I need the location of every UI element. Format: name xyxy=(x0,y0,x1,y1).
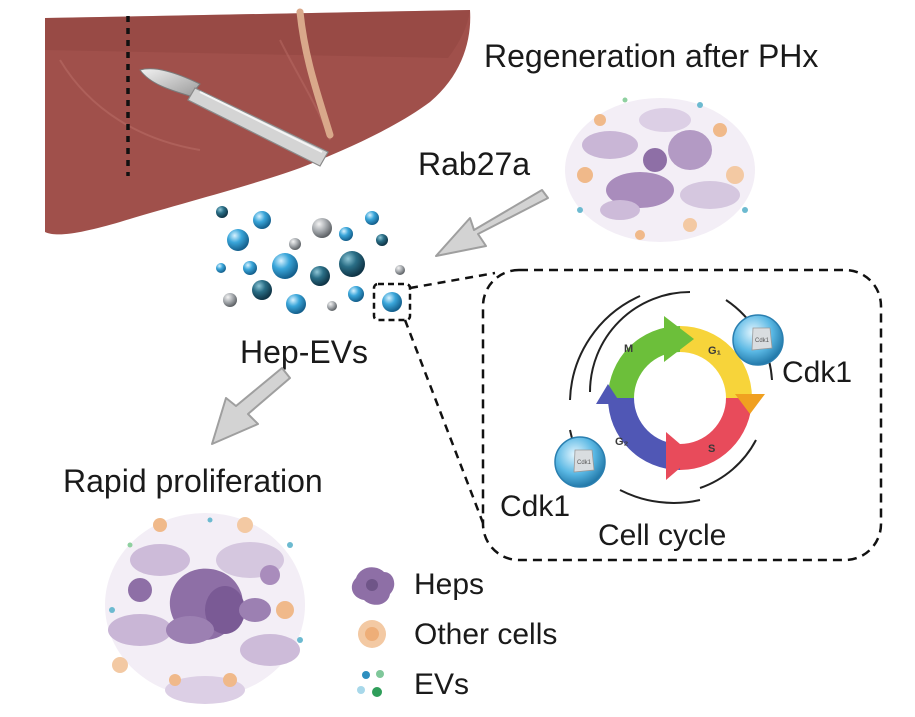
phase-m-label: M xyxy=(624,343,633,355)
legend: Heps Other cells EVs xyxy=(351,567,557,701)
cdk1-badge-top: Cdk1 xyxy=(732,314,784,366)
legend-item-heps: Heps xyxy=(351,567,484,605)
svg-text:Cdk1: Cdk1 xyxy=(577,460,592,466)
regenerating-liver-cluster xyxy=(565,97,755,242)
hep-evs-label: Hep-EVs xyxy=(240,334,368,370)
phase-g2-label: G₂ xyxy=(615,436,629,448)
legend-item-evs: EVs xyxy=(357,668,469,701)
phase-g1-label: G₁ xyxy=(708,345,722,357)
cell-cycle-box xyxy=(481,268,883,562)
legend-item-other-cells: Other cells xyxy=(358,618,557,651)
cdk1-label-top: Cdk1 xyxy=(782,356,852,389)
scalpel-icon xyxy=(139,68,329,167)
zoom-connector-bottom xyxy=(403,319,485,524)
rab27a-label: Rab27a xyxy=(418,146,530,182)
cell-cycle-label: Cell cycle xyxy=(598,519,726,552)
ev-zoom-box xyxy=(372,282,412,322)
phase-s-label: S xyxy=(708,443,715,455)
svg-text:Cdk1: Cdk1 xyxy=(755,338,770,344)
regeneration-label: Regeneration after PHx xyxy=(484,38,818,74)
cell-cycle-ring: M G₁ S G₂ xyxy=(569,291,773,504)
legend-label-evs: EVs xyxy=(414,668,469,701)
phase-g1-segment xyxy=(680,326,752,398)
legend-label-heps: Heps xyxy=(414,568,484,601)
arrow-rab27a xyxy=(435,189,549,257)
legend-label-other-cells: Other cells xyxy=(414,618,557,651)
cdk1-badge-bottom: Cdk1 xyxy=(554,436,606,488)
rapid-proliferation-label: Rapid proliferation xyxy=(63,463,323,499)
proliferating-liver-cluster xyxy=(105,513,305,704)
cdk1-label-bottom: Cdk1 xyxy=(500,490,570,523)
phase-g2-segment xyxy=(608,398,680,470)
phase-s-segment xyxy=(680,398,752,470)
ev-cluster xyxy=(216,206,405,314)
arrow-proliferation xyxy=(211,367,291,445)
ev-icon xyxy=(357,670,384,697)
zoom-connector-top xyxy=(409,271,496,290)
phase-m-segment xyxy=(608,326,680,398)
